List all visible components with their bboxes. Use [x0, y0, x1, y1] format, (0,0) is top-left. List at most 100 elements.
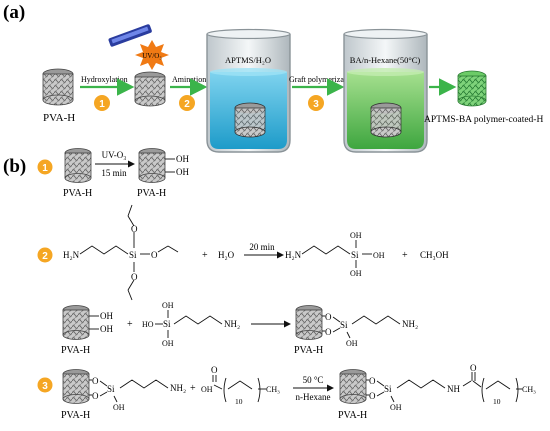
row2-plus-2: + [402, 250, 408, 261]
row1-arrow-bottom: 15 min [101, 168, 127, 178]
row4-prod-oh: OH [390, 403, 402, 412]
row4-prod-n: 10 [493, 397, 501, 406]
row1-oh-1: OH [176, 154, 189, 164]
row4-acid-structure [212, 375, 266, 403]
svg-text:3: 3 [42, 381, 48, 392]
row3-reactant-label: PVA-H [61, 345, 90, 356]
row2-silane-structure [79, 204, 179, 301]
row2-h2n: H₂N [63, 250, 80, 260]
row3-oh-2: OH [100, 324, 113, 334]
beaker-1-label: APTMS/H₂O [225, 55, 271, 65]
row3-nh2-product: NH₂ [402, 319, 418, 329]
row1-product-label: PVA-H [137, 188, 166, 199]
row2-methanol: CH₃OH [420, 250, 449, 260]
row4-prod-o-2: O [369, 391, 376, 401]
row3-o-1: O [325, 312, 332, 322]
row3-product-bonds [322, 315, 401, 339]
row2-o-top: O [131, 224, 138, 234]
row1-reactant-sponge-icon [64, 148, 92, 183]
row3-silanol-structure [155, 310, 223, 338]
row4-prod-si: Si [384, 384, 392, 394]
row2-o-bottom: O [131, 272, 138, 282]
uv-burst-label: UV/O₃ [142, 52, 162, 60]
row4-reactant-bonds [89, 379, 169, 403]
sponge-1-label: PVA-H [43, 112, 75, 124]
row3-product-sponge-icon [295, 305, 323, 340]
row1-reactant-label: PVA-H [63, 188, 92, 199]
row4-acid-ch3: CH₃ [266, 385, 280, 394]
row4-plus: + [190, 383, 196, 394]
uv-burst-icon: UV/O₃ [135, 40, 169, 70]
row4-reactant-label: PVA-H [61, 410, 90, 421]
row2-o-right: O [151, 250, 158, 260]
row2-oh-right: OH [373, 251, 385, 260]
row4-prod-ch3: CH₃ [522, 385, 536, 394]
row3-oh-bottom: OH [162, 339, 174, 348]
coated-sponge-icon [457, 70, 487, 107]
row3-product-label: PVA-H [294, 345, 323, 356]
row4-prod-o-1: O [369, 376, 376, 386]
row4-oh: OH [113, 403, 125, 412]
step-3-text: Graft polymerization [289, 75, 356, 84]
row1-product-sponge-icon [138, 148, 166, 183]
row3-si: Si [163, 319, 171, 329]
row2-product-structure [301, 240, 372, 268]
row4-si: Si [107, 384, 115, 394]
row4-arrow-bottom: n-Hexane [296, 392, 331, 402]
beaker-2-label: BA/n-Hexane(50°C) [350, 55, 421, 65]
row2-si: Si [129, 250, 137, 260]
step-3-badge: 3 [308, 95, 324, 111]
row4-reactant-sponge-icon [62, 369, 90, 404]
row2-oh-top: OH [350, 231, 362, 240]
panel-a-label: (a) [3, 2, 25, 23]
hydroxylated-sponge-icon [134, 71, 166, 107]
row3-oh-top: OH [162, 301, 174, 310]
row3-si-product: Si [340, 320, 348, 330]
hexane-beaker-icon [343, 28, 428, 153]
row1-badge: 1 [37, 159, 53, 175]
row4-prod-nh: NH [447, 384, 460, 394]
final-label: APTMS-BA polymer-coated-H [424, 115, 543, 125]
row1-arrow-top: UV-O₃ [102, 150, 127, 160]
step-2-badge: 2 [179, 95, 195, 111]
row4-product-sponge-icon [339, 369, 367, 404]
row3-reactant-sponge-icon [62, 305, 90, 340]
row4-acid-n: 10 [235, 397, 243, 406]
row3-nh2: NH₂ [224, 319, 240, 329]
row2-badge: 2 [37, 247, 53, 263]
row3-oh-product: OH [346, 339, 358, 348]
row2-arrow-top: 20 min [249, 242, 275, 252]
svg-text:1: 1 [42, 163, 48, 174]
row3-ho: HO [142, 320, 154, 329]
row3-o-2: O [325, 327, 332, 337]
row4-product-label: PVA-H [338, 410, 367, 421]
row2-plus-1: + [202, 250, 208, 261]
row1-oh-2: OH [176, 167, 189, 177]
row4-acid-oh: OH [201, 385, 213, 394]
step-2-text: Amination [172, 75, 206, 84]
row4-o-1: O [92, 376, 99, 386]
row3-oh-1: OH [100, 311, 113, 321]
pva-h-sponge-icon [42, 68, 74, 106]
step-1-badge: 1 [94, 95, 110, 111]
step-1-text: Hydroxylation [81, 75, 128, 84]
svg-text:2: 2 [42, 251, 48, 262]
row4-acid-o: O [211, 365, 218, 375]
svg-text:1: 1 [99, 99, 105, 110]
row2-si-product: Si [351, 250, 359, 260]
row4-prod-o: O [470, 363, 477, 373]
row2-oh-bottom: OH [350, 269, 362, 278]
row4-nh2: NH₂ [170, 383, 186, 393]
row2-h2n-product: H₂N [285, 250, 302, 260]
row4-o-2: O [92, 391, 99, 401]
row3-plus: + [127, 319, 133, 330]
row4-arrow-top: 50 °C [303, 375, 324, 385]
row4-badge: 3 [37, 377, 53, 393]
row2-water: H₂O [218, 250, 235, 260]
uv-lamp-icon [108, 24, 152, 47]
svg-text:3: 3 [313, 99, 319, 110]
row4-product-bonds [366, 372, 522, 403]
svg-text:2: 2 [184, 99, 190, 110]
aptms-beaker-icon [206, 28, 291, 153]
